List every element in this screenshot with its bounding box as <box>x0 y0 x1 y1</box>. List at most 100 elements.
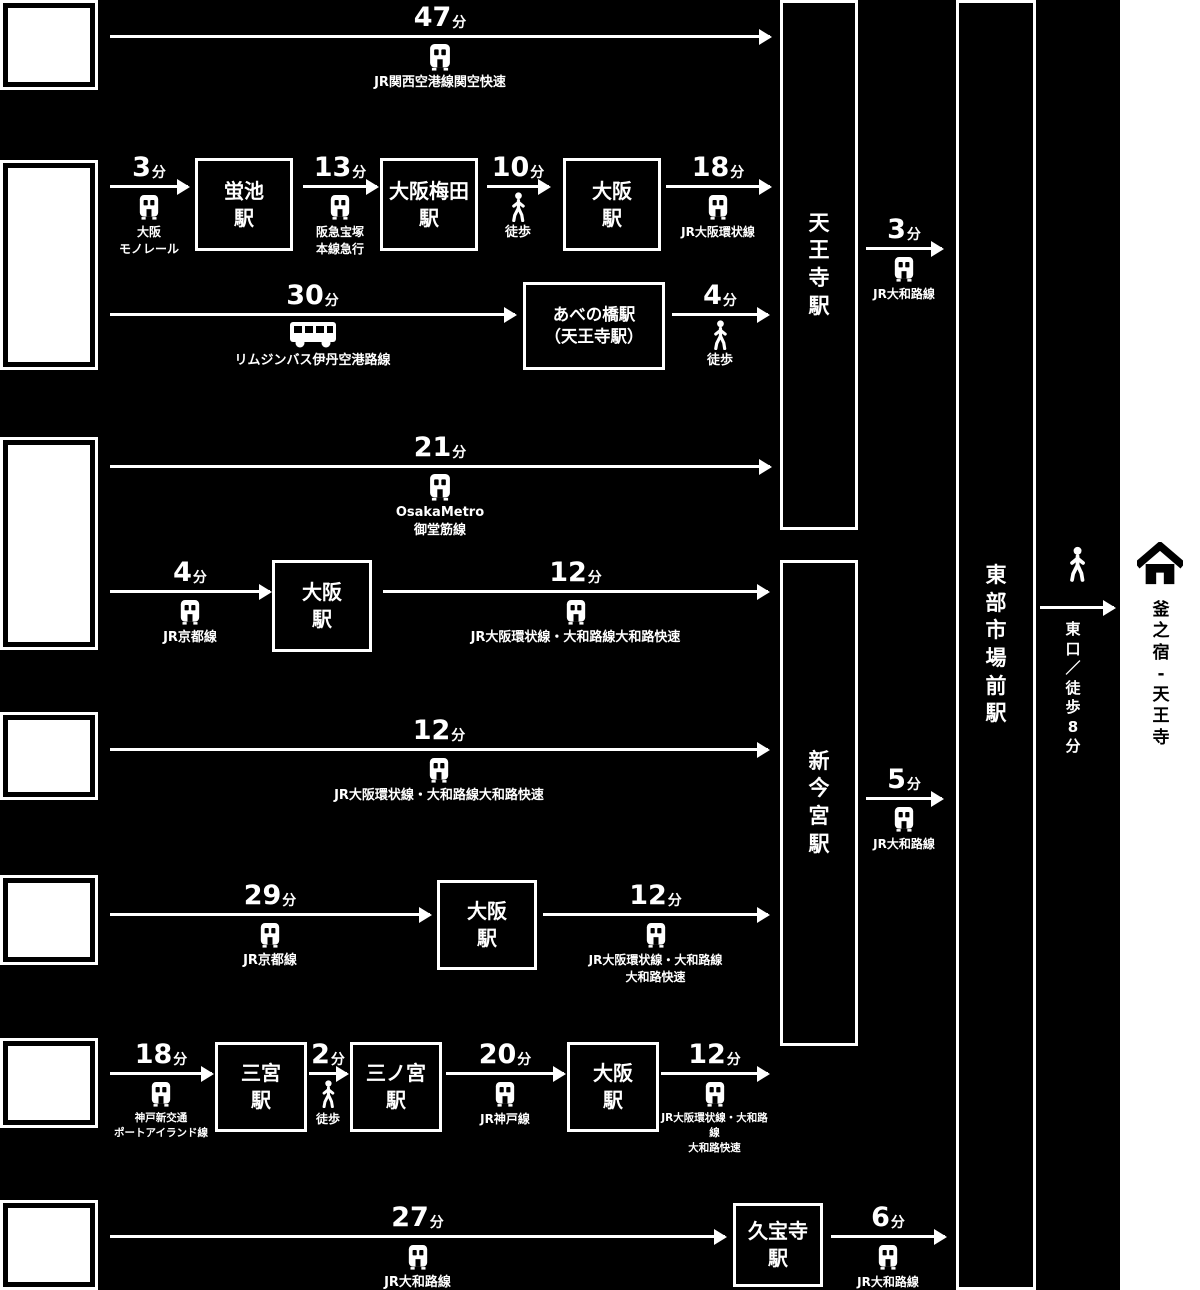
train-icon <box>260 923 280 948</box>
time-value: 10 <box>491 152 530 183</box>
arrow-right-icon <box>672 313 768 316</box>
time-unit: 分 <box>906 777 921 793</box>
arrow-right-icon <box>1040 606 1114 609</box>
station-box-osaka-2: 大阪 駅 <box>272 560 372 652</box>
time-value: 3 <box>887 214 906 245</box>
walk-icon <box>508 192 528 222</box>
time-value: 18 <box>691 152 730 183</box>
hub-name: 新 今 宮 駅 <box>808 748 830 856</box>
walk-icon <box>710 320 730 350</box>
origin-box-osaka <box>0 712 98 800</box>
arrow-right-icon <box>110 313 515 316</box>
time-unit: 分 <box>726 1052 741 1068</box>
origin-logo <box>8 445 90 642</box>
train-icon <box>894 257 914 282</box>
arrow-right-icon <box>110 1235 725 1238</box>
station-box-kyuhoji: 久宝寺 駅 <box>733 1203 823 1287</box>
origin-box-shin-osaka <box>0 437 98 650</box>
time-unit: 分 <box>330 1052 345 1068</box>
station-name: あべの橋駅 （天王寺駅） <box>544 304 644 346</box>
time-value: 12 <box>549 557 587 588</box>
final-walk-note: 東 口 ／ 徒 歩 8 分 <box>1065 620 1081 755</box>
line-name: 大阪 モノレール <box>118 225 179 256</box>
line-name: JR大和路線 <box>873 837 935 851</box>
station-box-hotarugaike: 蛍池 駅 <box>195 158 293 251</box>
line-name: JR大和路線 <box>384 1275 451 1290</box>
train-icon <box>646 923 666 948</box>
time-value: 4 <box>173 557 192 588</box>
line-name: リムジンバス伊丹空港路線 <box>234 353 391 368</box>
destination-strip <box>1120 0 1200 1290</box>
walk-icon <box>1066 546 1088 582</box>
line-name: JR大阪環状線・大和路線 大和路快速 <box>661 1112 768 1155</box>
time-unit: 分 <box>730 165 745 181</box>
arrow-right-icon <box>110 590 270 593</box>
time-unit: 分 <box>452 445 467 461</box>
hub-name: 天 王 寺 駅 <box>808 210 830 318</box>
time-value: 3 <box>132 152 151 183</box>
time-value: 30 <box>286 280 324 311</box>
time-unit: 分 <box>530 165 545 181</box>
line-name: JR神戸線 <box>480 1112 530 1126</box>
time-unit: 分 <box>151 165 166 181</box>
time-value: 4 <box>703 280 722 311</box>
time-value: 18 <box>134 1039 173 1070</box>
station-box-abenobashi: あべの橋駅 （天王寺駅） <box>523 282 665 370</box>
hub-box-tobu-shijomae: 東 部 市 場 前 駅 <box>956 0 1036 1290</box>
hub-box-tennoji: 天 王 寺 駅 <box>780 0 858 530</box>
line-name: JR大阪環状線・大和路線大和路快速 <box>334 788 544 803</box>
origin-logo <box>8 720 90 792</box>
station-box-sannomiya-jr: 三ノ宮 駅 <box>350 1042 442 1132</box>
station-name: 久宝寺 駅 <box>748 1219 808 1270</box>
station-name: 大阪 駅 <box>593 1061 633 1112</box>
time-unit: 分 <box>173 1052 188 1068</box>
line-name: 徒歩 <box>706 353 733 368</box>
time-unit: 分 <box>352 165 367 181</box>
origin-logo <box>8 1046 90 1120</box>
arrow-right-icon <box>110 1072 212 1075</box>
station-box-osaka-1: 大阪 駅 <box>563 158 661 251</box>
station-name: 大阪 駅 <box>467 899 507 950</box>
station-name: 大阪 駅 <box>302 580 342 631</box>
train-icon <box>878 1245 898 1270</box>
origin-box-nara <box>0 1200 98 1290</box>
arrow-right-icon <box>309 1072 347 1075</box>
arrow-right-icon <box>383 590 768 593</box>
station-name: 蛍池 駅 <box>224 178 264 230</box>
train-icon <box>151 1082 171 1107</box>
hub-name: 東 部 市 場 前 駅 <box>985 562 1007 726</box>
time-unit: 分 <box>722 293 737 309</box>
arrow-right-icon <box>661 1072 768 1075</box>
origin-logo <box>8 883 90 957</box>
time-unit: 分 <box>587 570 602 586</box>
line-name: 神戸新交通 ポートアイランド線 <box>114 1112 208 1140</box>
station-name: 三ノ宮 駅 <box>366 1061 426 1112</box>
time-unit: 分 <box>890 1215 905 1231</box>
